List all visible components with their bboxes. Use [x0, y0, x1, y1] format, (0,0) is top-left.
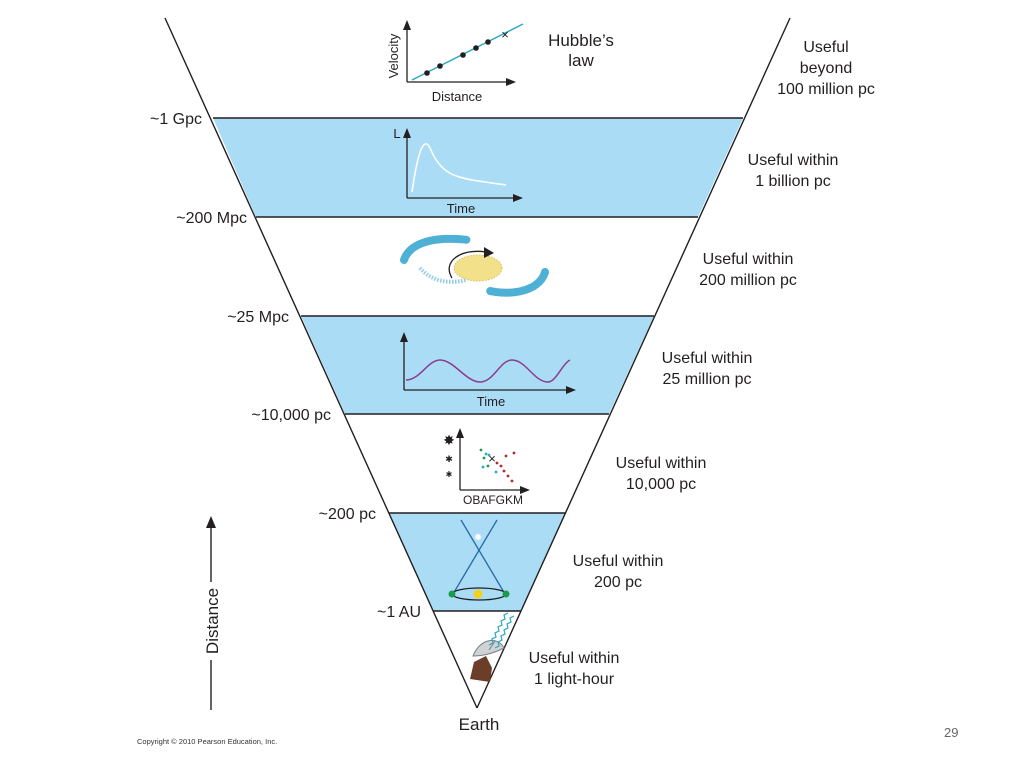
band-supernova — [213, 118, 743, 217]
radar-wave-2 — [494, 615, 515, 649]
hubble-cross-marker: × — [501, 27, 509, 42]
cep-curve — [405, 359, 571, 383]
galaxy-core — [453, 254, 503, 282]
distance-label-10000pc: ~10,000 pc — [251, 407, 331, 424]
hubble-point-3 — [460, 52, 466, 58]
hr-cross-marker: × — [488, 451, 496, 466]
hubble-point-1 — [424, 70, 430, 76]
galaxy-rotation-arrow — [448, 250, 487, 279]
distance-axis-label: Distance — [203, 588, 222, 654]
hr-x-arrow — [520, 486, 530, 494]
distance-label-200pc: ~200 pc — [319, 506, 376, 523]
sn-y-arrow — [403, 128, 411, 138]
hubble-fit-line — [411, 23, 524, 81]
distance-label-25mpc: ~25 Mpc — [227, 309, 289, 326]
sun-icon — [473, 589, 483, 599]
ladder-left-edge — [164, 17, 478, 709]
hr-point — [487, 453, 491, 457]
hubble-x-label: Distance — [432, 89, 483, 104]
radar-wave-1 — [488, 612, 509, 646]
galaxy-arm-right — [486, 268, 549, 297]
hr-diagram: ✸ ✱ ✱ × OBAFGKM — [443, 428, 530, 507]
galaxy-arm-left — [400, 234, 472, 264]
hr-point — [482, 456, 486, 460]
ladder-right-edge — [476, 17, 791, 709]
cep-x-arrow — [566, 386, 576, 394]
ladder-outline — [164, 17, 791, 709]
hubble-point-2 — [437, 63, 443, 69]
hr-point — [486, 464, 490, 468]
distance-axis: Distance — [200, 516, 222, 710]
hr-star-small: ✱ — [446, 470, 453, 479]
hubble-y-arrow — [403, 20, 411, 30]
distance-axis-label-bg — [200, 582, 222, 660]
parallax-ray-left — [452, 519, 498, 595]
hr-point — [512, 451, 516, 455]
slide-number: 29 — [944, 725, 959, 740]
hr-point — [495, 461, 499, 465]
hr-point — [506, 474, 510, 478]
radar-rock — [470, 656, 492, 682]
cepheid-light-curve: Time — [400, 332, 576, 409]
sn-curve — [411, 143, 507, 193]
hubble-point-5 — [485, 39, 491, 45]
left-distance-labels: ~1 Gpc ~200 Mpc ~25 Mpc ~10,000 pc ~200 … — [150, 111, 499, 734]
distance-axis-arrow — [206, 516, 216, 528]
band-parallax — [389, 513, 566, 611]
galaxy-rotation-arrowhead — [484, 247, 494, 258]
hr-point — [499, 464, 503, 468]
hr-point — [510, 479, 514, 483]
distance-label-1au: ~1 AU — [377, 604, 421, 621]
hr-star-medium: ✱ — [445, 454, 453, 464]
earth-label: Earth — [459, 715, 500, 734]
distance-label-1gpc: ~1 Gpc — [150, 111, 202, 128]
hubble-y-label: Velocity — [386, 33, 401, 78]
hr-points — [479, 448, 516, 483]
sn-x-label: Time — [447, 201, 475, 216]
earth-position-right — [502, 590, 510, 598]
sn-y-label: L — [393, 126, 400, 141]
supernova-light-curve: L Time — [393, 126, 523, 216]
hubble-point-4 — [473, 45, 479, 51]
hubble-x-arrow — [506, 78, 516, 86]
cep-y-arrow — [400, 332, 408, 342]
cep-x-label: Time — [477, 394, 505, 409]
earth-position-left — [448, 590, 456, 598]
hr-star-large: ✸ — [443, 432, 455, 448]
radar-feed — [488, 640, 496, 651]
hr-point — [484, 452, 488, 456]
hr-point — [504, 454, 508, 458]
distance-label-200mpc: ~200 Mpc — [176, 210, 247, 227]
hr-point — [494, 470, 498, 474]
hr-y-arrow — [456, 428, 464, 438]
hr-point — [502, 469, 506, 473]
sn-x-arrow — [513, 194, 523, 202]
radar-dish — [472, 640, 505, 657]
hr-point — [481, 465, 485, 469]
parallax-ray-right — [460, 519, 506, 595]
copyright-notice: Copyright © 2010 Pearson Education, Inc. — [137, 737, 278, 746]
galaxy-arm-inner-left — [418, 266, 467, 284]
radar-dish-icon — [470, 612, 515, 682]
hr-x-label: OBAFGKM — [463, 493, 523, 507]
parallax-icon — [448, 519, 510, 601]
galaxy-rotation-icon — [400, 234, 549, 297]
hr-point — [479, 448, 483, 452]
parallax-star — [474, 533, 482, 541]
